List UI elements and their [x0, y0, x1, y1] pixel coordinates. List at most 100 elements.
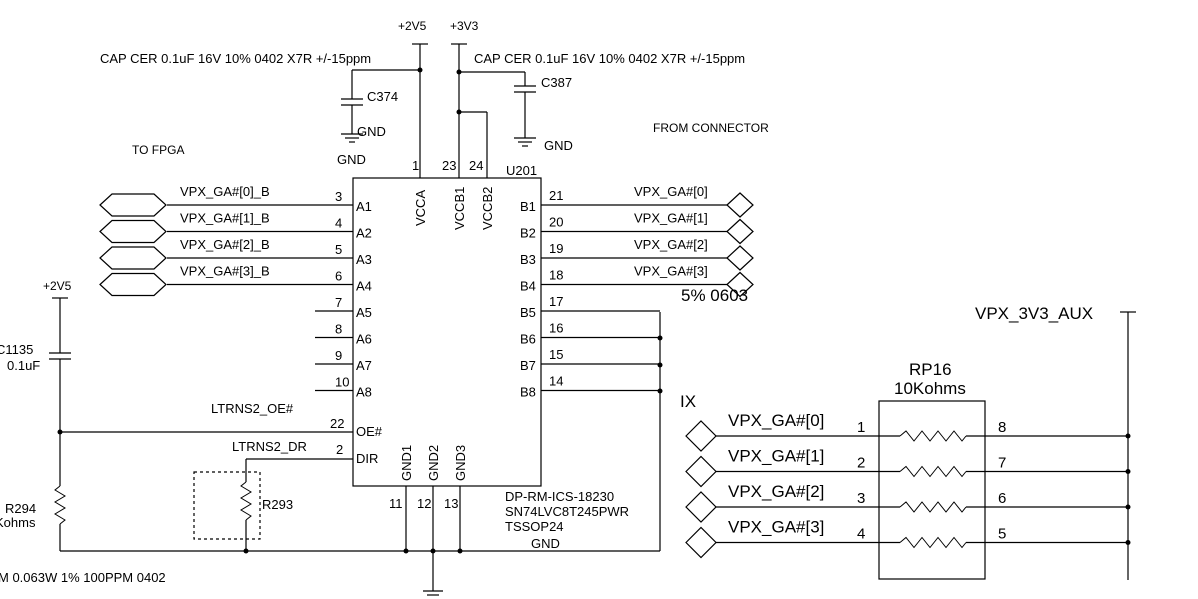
connector-diamond-icon — [685, 420, 717, 452]
c387-ref: C387 — [541, 75, 572, 90]
gnd1-pin-name: GND1 — [399, 445, 414, 481]
b-pin-number: 21 — [549, 188, 563, 203]
connector-diamond-icon — [726, 245, 754, 271]
rp16-ref: RP16 — [909, 360, 952, 379]
rp16-right-pin: 6 — [998, 490, 1006, 507]
b-pin-name: B4 — [520, 279, 536, 294]
c374-gnd-label: GND — [357, 124, 386, 139]
rp16-right-pin: 8 — [998, 419, 1006, 436]
bus-connector-icon — [99, 219, 167, 244]
gnd1-pin-number: 11 — [389, 496, 403, 511]
vccb1-pin-name: VCCB1 — [452, 187, 467, 230]
from-connector-heading: FROM CONNECTOR — [653, 121, 769, 135]
dir-pin-number: 2 — [336, 442, 343, 457]
a-pin-a5: 7A5 — [315, 295, 372, 320]
a-pin-number: 9 — [335, 348, 342, 363]
resistor-zigzag-icon — [899, 536, 967, 549]
oe-pin-name: OE# — [356, 424, 383, 439]
u201-chip: U201 1 23 24 VCCA VCCB1 VCCB2 VPX_GA#[0]… — [57, 158, 754, 596]
rp16-net-label: VPX_GA#[3] — [728, 518, 824, 537]
r294-ref: R294 — [5, 501, 36, 516]
connector-diamond-icon — [685, 491, 717, 523]
b-pin-name: B2 — [520, 226, 536, 241]
rp16-left-pin: 1 — [857, 419, 865, 436]
b-pin-name: B5 — [520, 305, 536, 320]
rp16-right-pin: 7 — [998, 455, 1006, 472]
b-net-label: VPX_GA#[1] — [634, 211, 708, 226]
resistor-zigzag-icon — [899, 465, 967, 478]
u201-package: TSSOP24 — [505, 519, 564, 534]
b-pin-name: B3 — [520, 252, 536, 267]
a-pin-a2: VPX_GA#[1]_B 4A2 — [99, 211, 372, 244]
gnd3-pin-name: GND3 — [453, 445, 468, 481]
rail-2v5-left: +2V5 C1135 0.1uF R294 Kohms — [0, 279, 72, 551]
rail-2v5-top-label: +2V5 — [398, 19, 427, 33]
a-pin-name: A6 — [356, 332, 372, 347]
rail-3v3-top: +3V3 — [450, 19, 488, 178]
a-pin-name: A1 — [356, 199, 372, 214]
b-net-label: VPX_GA#[0] — [634, 184, 708, 199]
c387-part-note: CAP CER 0.1uF 16V 10% 0402 X7R +/-15ppm — [474, 51, 745, 66]
a-pin-number: 3 — [335, 189, 342, 204]
c1135-ref: C1135 — [0, 342, 33, 357]
a-pin-number: 7 — [335, 295, 342, 310]
rp16-net-label: VPX_GA#[0] — [728, 411, 824, 430]
resistor-r293: R293 — [193, 459, 293, 551]
resistor-zigzag-icon — [899, 501, 967, 513]
connector-diamond-icon — [726, 192, 754, 218]
a-net-label: VPX_GA#[1]_B — [180, 211, 270, 226]
capacitor-c387: CAP CER 0.1uF 16V 10% 0402 X7R +/-15ppm … — [456, 51, 745, 153]
u201-gnd-pins: GND1 GND2 GND3 11 12 13 — [389, 445, 468, 596]
resistor-zigzag-icon — [899, 430, 967, 442]
b-pin-name: B8 — [520, 385, 536, 400]
vcca-pin-name: VCCA — [413, 190, 428, 226]
u201-power-pins: 1 23 24 VCCA VCCB1 VCCB2 — [412, 158, 495, 230]
b-pin-number: 17 — [549, 294, 563, 309]
rail-3v3-top-label: +3V3 — [450, 19, 479, 33]
gnd2-pin-name: GND2 — [426, 445, 441, 481]
r294-value: Kohms — [0, 515, 36, 530]
resistor-pack-rp16: RP16 10Kohms IX — [680, 360, 986, 580]
a-net-label: VPX_GA#[3]_B — [180, 264, 270, 279]
bottom-gnd-net — [60, 548, 660, 554]
b-pin-name: B6 — [520, 332, 536, 347]
gnd3-pin-number: 13 — [444, 496, 458, 511]
rp16-right-pin: 5 — [998, 526, 1006, 543]
b-pin-number: 15 — [549, 347, 563, 362]
a-pin-name: A8 — [356, 385, 372, 400]
a-pin-name: A2 — [356, 226, 372, 241]
u201-b-pins: VPX_GA#[0]21B1VPX_GA#[1]20B2VPX_GA#[2]19… — [520, 184, 754, 400]
bus-connector-icon — [99, 272, 167, 297]
u201-part-number: DP-RM-ICS-18230 — [505, 489, 614, 504]
to-fpga-heading: TO FPGA — [132, 143, 184, 157]
oe-pin-number: 22 — [330, 416, 344, 431]
bus-connector-icon — [99, 193, 167, 217]
a-pin-name: A7 — [356, 358, 372, 373]
vccb1-pin-number: 23 — [442, 158, 456, 173]
rp16-left-pin: 4 — [857, 526, 865, 543]
a-net-label: VPX_GA#[2]_B — [180, 237, 270, 252]
vccb2-pin-number: 24 — [469, 158, 483, 173]
b-pin-number: 20 — [549, 215, 563, 230]
a-pin-number: 8 — [335, 322, 342, 337]
b-pin-number: 19 — [549, 241, 563, 256]
a-pin-number: 4 — [335, 216, 342, 231]
oe-net-label: LTRNS2_OE# — [211, 401, 294, 416]
dir-net-label: LTRNS2_DR — [232, 439, 307, 454]
b-pin-number: 14 — [549, 374, 563, 389]
c374-gnd-label-2: GND — [337, 152, 366, 167]
capacitor-c374: CAP CER 0.1uF 16V 10% 0402 X7R +/-15ppm … — [100, 51, 423, 167]
a-pin-a7: 9A7 — [315, 348, 372, 373]
